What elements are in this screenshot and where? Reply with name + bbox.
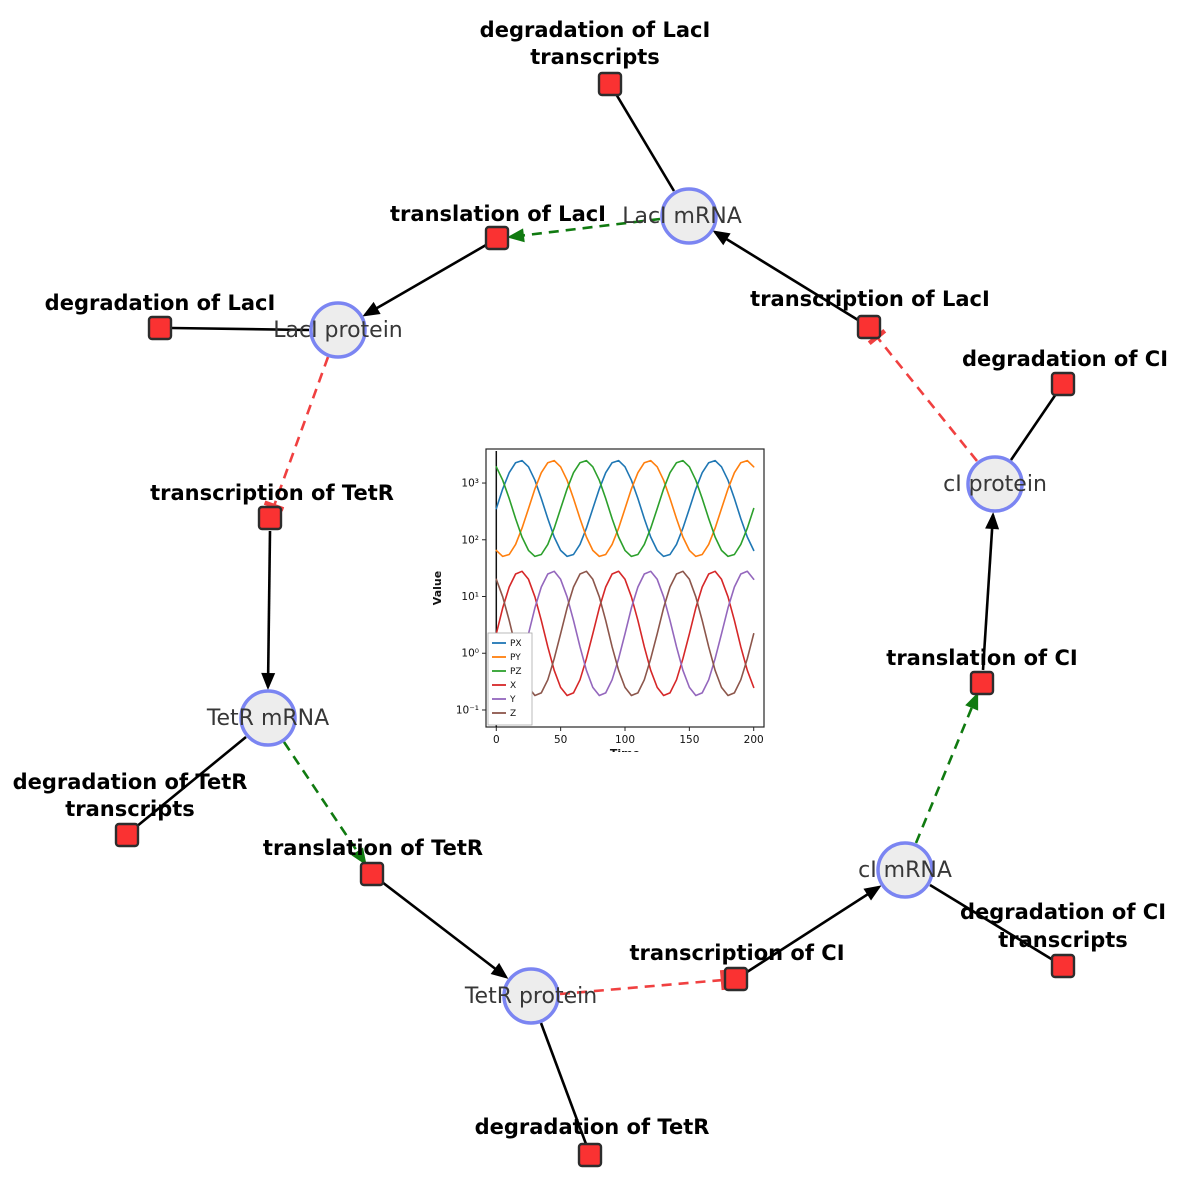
species-label-cI-mrna: cI mRNA (858, 858, 952, 883)
edge-translation-to-tetR-protein (381, 880, 509, 979)
series-PX (495, 459, 755, 558)
edge-tetR-mrna-to-degradation (135, 735, 247, 829)
edge-lacI-mrna-modifies-translation (507, 217, 661, 243)
reaction-node-degradation-lacI-transcripts[interactable] (597, 71, 623, 97)
legend-label-Y: Y (509, 695, 516, 705)
species-label-tetR-protein: TetR protein (464, 984, 597, 1009)
reaction-node-translation-cI[interactable] (969, 670, 995, 696)
reaction-label-degradation-cI-transcripts-line2: transcripts (998, 928, 1128, 952)
edge-translation-to-cI-protein (981, 512, 1000, 671)
species-label-cI-protein: cI protein (943, 472, 1047, 497)
edge-tetR-protein-to-degradation (539, 1022, 588, 1145)
reaction-label-translation-lacI: translation of LacI (390, 202, 606, 226)
edge-lacI-protein-inhibits-tetR-transcription (263, 356, 330, 512)
species-label-tetR-mrna: TetR mRNA (206, 706, 329, 731)
series-X (495, 570, 755, 697)
reaction-label-degradation-lacI: degradation of LacI (45, 291, 276, 315)
reaction-node-transcription-cI[interactable] (723, 966, 749, 992)
series-Z (495, 570, 755, 697)
edge-cI-mrna-to-degradation (929, 883, 1054, 962)
species-label-lacI-mrna: LacI mRNA (622, 204, 742, 229)
edge-lacI-protein-to-degradation (171, 326, 310, 332)
reaction-node-degradation-cI[interactable] (1050, 371, 1076, 397)
reaction-node-transcription-lacI[interactable] (856, 314, 882, 340)
edge-transcription-to-tetR-mrna (261, 530, 276, 690)
edge-cI-protein-to-degradation (1009, 393, 1058, 461)
legend-label-PZ: PZ (510, 667, 522, 677)
y-tick-label: 10⁰ (461, 648, 479, 660)
reaction-label-degradation-lacI-transcripts-line2: transcripts (530, 45, 660, 69)
edge-translation-to-lacI-protein (362, 243, 487, 317)
species-label-lacI-protein: LacI protein (273, 318, 403, 343)
reaction-label-translation-tetR: translation of TetR (263, 836, 483, 860)
series-PZ (495, 459, 755, 558)
legend-label-X: X (510, 681, 516, 691)
edge-tetR-protein-inhibits-cI-transcription (559, 969, 727, 996)
legend-box (487, 632, 533, 726)
reaction-node-translation-tetR[interactable] (359, 861, 385, 887)
reaction-label-transcription-lacI: transcription of LacI (750, 287, 990, 311)
reaction-node-degradation-cI-transcripts[interactable] (1050, 953, 1076, 979)
x-tick-label: 100 (615, 734, 635, 746)
edge-cI-protein-inhibits-lacI-transcription (867, 328, 979, 462)
series-PY (495, 459, 755, 558)
reaction-label-degradation-tetR-transcripts-line2: transcripts (65, 797, 195, 821)
legend-label-PX: PX (510, 639, 522, 649)
reaction-label-transcription-cI: transcription of CI (629, 941, 844, 965)
reaction-label-degradation-lacI-transcripts-line1: degradation of LacI (480, 18, 711, 42)
reaction-label-degradation-tetR-transcripts-line1: degradation of TetR (13, 770, 248, 794)
reaction-label-transcription-tetR: transcription of TetR (150, 481, 394, 505)
reaction-node-degradation-tetR[interactable] (577, 1142, 603, 1168)
x-axis-label: Time (610, 747, 640, 752)
x-tick-label: 0 (493, 734, 500, 746)
legend-label-PY: PY (510, 653, 521, 663)
species-node-tetR-mrna[interactable] (239, 689, 297, 747)
species-node-lacI-protein[interactable] (309, 301, 367, 359)
edge-transcription-to-lacI-mrna (712, 230, 859, 322)
reaction-label-degradation-cI: degradation of CI (962, 347, 1168, 371)
y-tick-label: 10² (461, 534, 479, 546)
reaction-label-degradation-tetR: degradation of TetR (475, 1115, 710, 1139)
reaction-node-transcription-tetR[interactable] (257, 505, 283, 531)
reaction-node-translation-lacI[interactable] (484, 225, 510, 251)
series-Y (495, 570, 755, 697)
species-node-cI-protein[interactable] (966, 455, 1024, 513)
edge-transcription-to-cI-mrna (746, 885, 882, 974)
y-tick-label: 10⁻¹ (456, 704, 479, 716)
species-node-lacI-mrna[interactable] (660, 187, 718, 245)
reaction-node-degradation-tetR-transcripts[interactable] (114, 822, 140, 848)
x-tick-label: 200 (744, 734, 764, 746)
reaction-label-translation-cI: translation of CI (886, 646, 1077, 670)
y-tick-label: 10¹ (461, 591, 479, 603)
x-tick-label: 150 (679, 734, 699, 746)
species-node-tetR-protein[interactable] (502, 967, 560, 1025)
reaction-node-degradation-lacI[interactable] (147, 315, 173, 341)
edge-tetR-mrna-modifies-translation (282, 741, 367, 866)
species-node-cI-mrna[interactable] (876, 841, 934, 899)
edge-lacI-mrna-to-degradation (614, 93, 676, 192)
y-tick-label: 10³ (461, 478, 479, 490)
legend-label-Z: Z (510, 709, 516, 719)
reaction-label-degradation-cI-transcripts-line1: degradation of CI (960, 900, 1166, 924)
edge-cI-mrna-modifies-translation (914, 692, 979, 844)
x-tick-label: 50 (554, 734, 567, 746)
y-axis-label: Value (431, 571, 444, 605)
